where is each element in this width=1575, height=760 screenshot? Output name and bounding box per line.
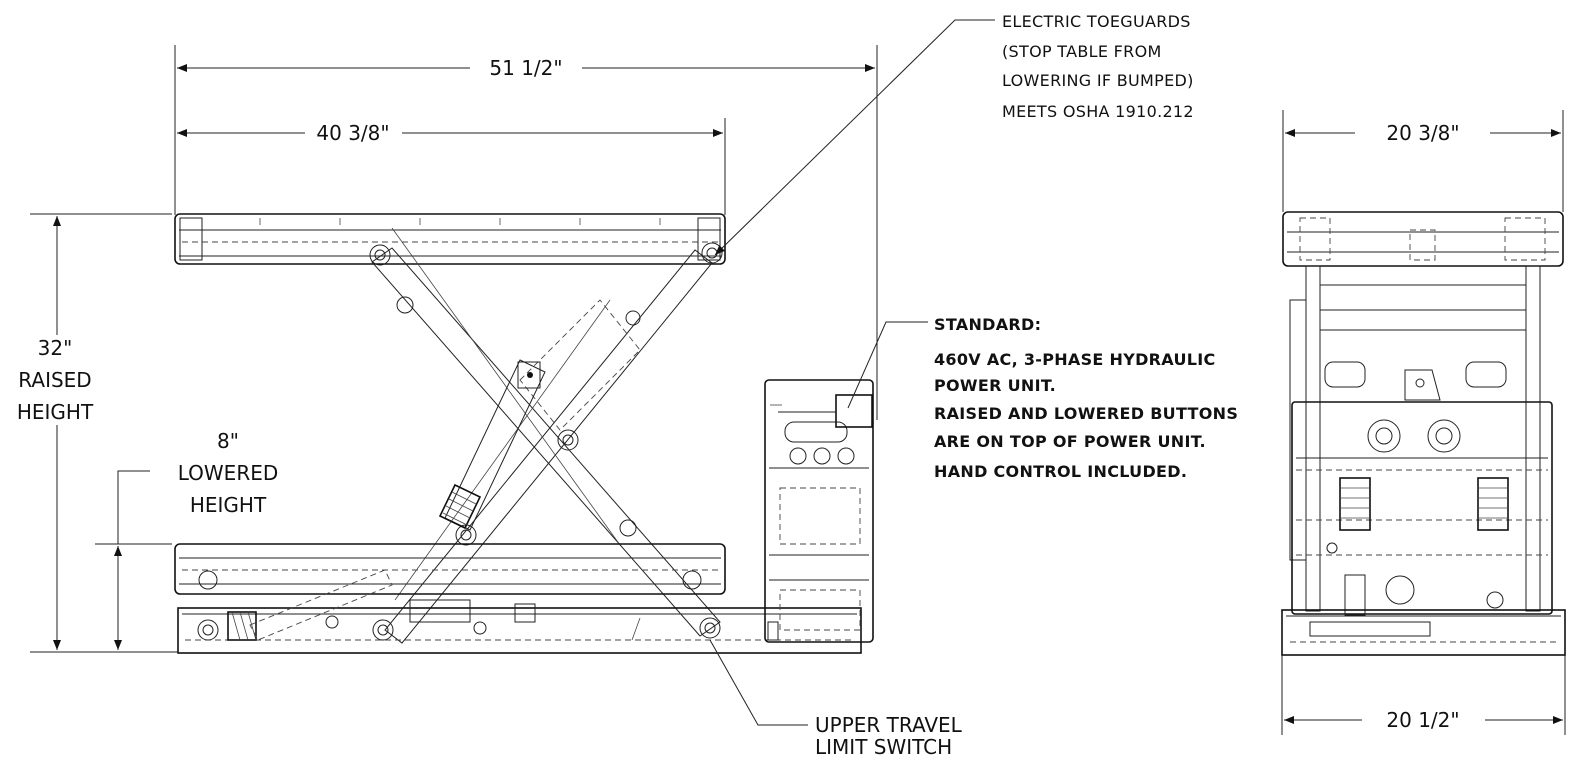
dim-end-base-width: 20 1/2" bbox=[1284, 708, 1563, 732]
dim-end-top-width: 20 3/8" bbox=[1285, 121, 1561, 145]
end-view: 20 3/8" 20 1/2" bbox=[1281, 110, 1566, 735]
leader-toeguards: ELECTRIC TOEGUARDS (STOP TABLE FROM LOWE… bbox=[714, 12, 1194, 256]
standard-line-1: STANDARD: bbox=[934, 315, 1041, 334]
limit-switch-line-2: LIMIT SWITCH bbox=[815, 735, 952, 759]
lowered-height-value: 8" bbox=[217, 429, 239, 453]
leader-standard: STANDARD: 460V AC, 3-PHASE HYDRAULIC POW… bbox=[847, 315, 1238, 481]
toeguards-line-2: (STOP TABLE FROM bbox=[1002, 42, 1162, 61]
lower-platform bbox=[174, 543, 726, 595]
standard-line-2: 460V AC, 3-PHASE HYDRAULIC bbox=[934, 350, 1216, 369]
standard-line-3: POWER UNIT. bbox=[934, 376, 1056, 395]
lowered-height-line1: LOWERED bbox=[178, 461, 279, 485]
end-base-width-label: 20 1/2" bbox=[1386, 708, 1459, 732]
toeguards-line-1: ELECTRIC TOEGUARDS bbox=[1002, 12, 1191, 31]
dim-platform-length: 40 3/8" bbox=[177, 121, 723, 145]
overall-length-label: 51 1/2" bbox=[489, 56, 562, 80]
standard-line-5: ARE ON TOP OF POWER UNIT. bbox=[934, 432, 1206, 451]
dim-raised-height: 32" RAISED HEIGHT bbox=[17, 213, 178, 653]
dim-overall-length: 51 1/2" bbox=[177, 56, 875, 80]
power-unit bbox=[764, 379, 874, 643]
scissor-arms bbox=[371, 227, 721, 644]
toeguards-line-3: LOWERING IF BUMPED) bbox=[1002, 71, 1194, 90]
toeguards-line-4: MEETS OSHA 1910.212 bbox=[1002, 102, 1194, 121]
platform-length-label: 40 3/8" bbox=[316, 121, 389, 145]
standard-line-4: RAISED AND LOWERED BUTTONS bbox=[934, 404, 1238, 423]
lowered-height-line2: HEIGHT bbox=[190, 493, 267, 517]
raised-height-value: 32" bbox=[38, 336, 73, 360]
raised-height-line1: RAISED bbox=[18, 368, 91, 392]
side-view: 51 1/2" 40 3/8" 32" RAISED HEIGHT 8" LOW… bbox=[17, 12, 1238, 759]
end-top-width-label: 20 3/8" bbox=[1386, 121, 1459, 145]
raised-height-line2: HEIGHT bbox=[17, 400, 94, 424]
standard-line-6: HAND CONTROL INCLUDED. bbox=[934, 462, 1187, 481]
upper-platform bbox=[174, 213, 726, 266]
hydraulic-cylinder bbox=[438, 359, 546, 531]
leader-limit-switch: UPPER TRAVEL LIMIT SWITCH bbox=[709, 639, 963, 759]
limit-switch-line-1: UPPER TRAVEL bbox=[815, 713, 963, 737]
base-frame bbox=[177, 569, 862, 654]
dim-lowered-height: 8" LOWERED HEIGHT bbox=[95, 429, 278, 650]
